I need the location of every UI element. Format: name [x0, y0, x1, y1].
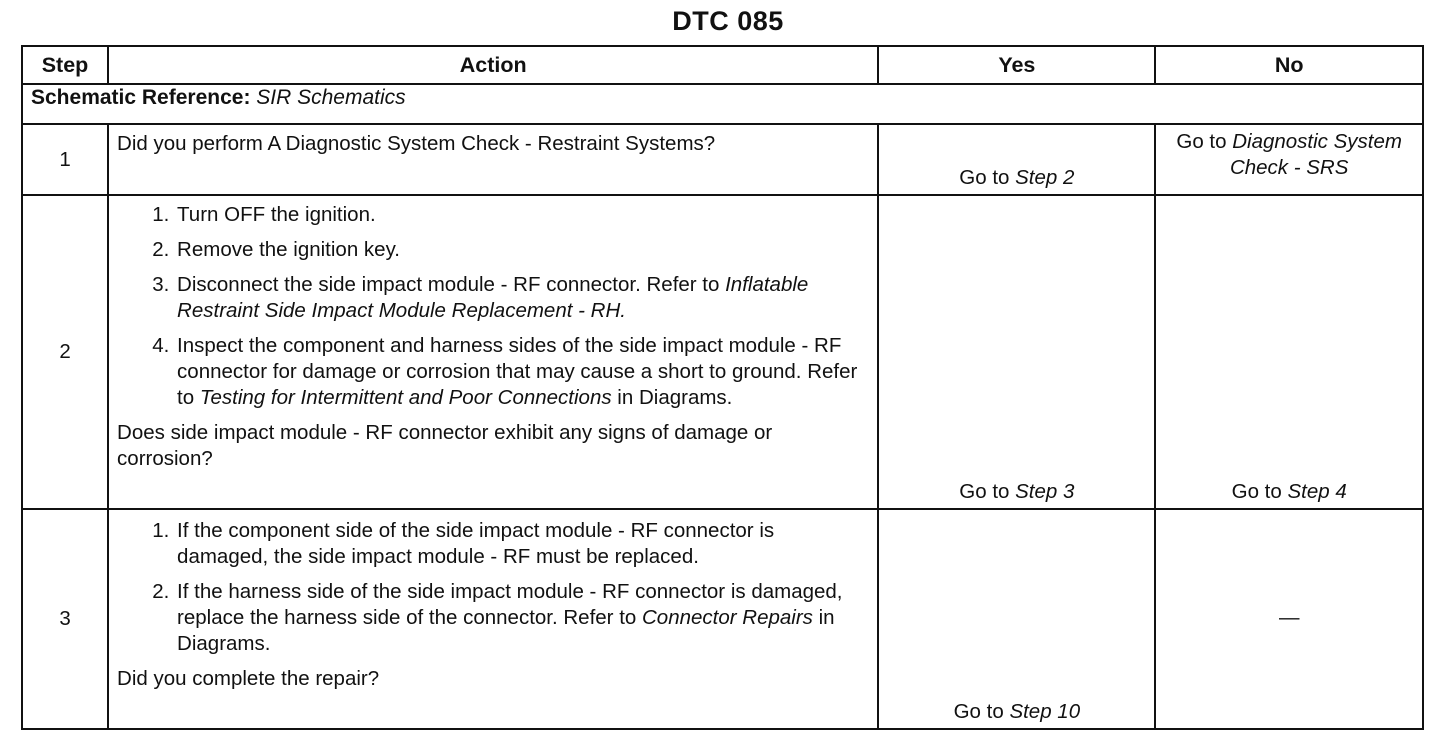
schematic-row: Schematic Reference: SIR Schematics	[21, 83, 1424, 125]
step-number: 2	[20, 194, 110, 510]
yes-link[interactable]: Step 3	[1015, 480, 1075, 503]
list-item: Inspect the component and harness sides …	[175, 333, 869, 411]
header-no: No	[1154, 45, 1424, 85]
step-number: 3	[20, 508, 110, 730]
action-list: If the component side of the side impact…	[117, 518, 869, 657]
page-title: DTC 085	[672, 6, 784, 36]
action-question: Did you complete the repair?	[117, 667, 380, 690]
reference-link[interactable]: Inflatable Restraint Side Impact Module …	[177, 273, 809, 322]
action-list: Turn OFF the ignition. Remove the igniti…	[117, 202, 869, 411]
action-question: Did you perform A Diagnostic System Chec…	[117, 132, 716, 155]
list-item: Remove the ignition key.	[175, 237, 869, 263]
yes-cell: Go to Step 3	[877, 194, 1157, 510]
yes-link[interactable]: Step 10	[1009, 700, 1081, 723]
step-number: 1	[20, 123, 110, 196]
list-item-text: Inspect the component and harness sides …	[177, 334, 858, 409]
list-item-text: If the component side of the side impact…	[177, 519, 775, 568]
schematic-label: Schematic Reference:	[31, 86, 251, 109]
action-question: Does side impact module - RF connector e…	[117, 421, 773, 470]
no-prefix: Go to	[1176, 130, 1233, 153]
action-cell: Turn OFF the ignition. Remove the igniti…	[107, 194, 880, 510]
list-item-suffix: in Diagrams.	[611, 386, 733, 409]
list-item: If the harness side of the side impact m…	[175, 579, 869, 657]
list-item: Disconnect the side impact module - RF c…	[175, 272, 869, 324]
no-link[interactable]: Diagnostic System Check - SRS	[1229, 130, 1402, 179]
action-cell: If the component side of the side impact…	[107, 508, 880, 730]
no-cell: —	[1154, 508, 1424, 730]
list-item-text: Turn OFF the ignition.	[177, 203, 376, 226]
reference-link[interactable]: Testing for Intermittent and Poor Connec…	[199, 386, 612, 409]
no-link[interactable]: Step 4	[1287, 480, 1347, 503]
table-row-step-3: 3 If the component side of the side impa…	[20, 508, 1424, 730]
schematic-reference: Schematic Reference: SIR Schematics	[21, 83, 1424, 125]
header-step: Step	[20, 45, 110, 85]
yes-cell: Go to Step 10	[877, 508, 1157, 730]
schematic-link[interactable]: SIR Schematics	[256, 86, 406, 109]
no-cell: Go to Step 4	[1154, 194, 1424, 510]
dtc-table: Step Action Yes No Schematic Reference: …	[20, 45, 1424, 730]
reference-link[interactable]: Connector Repairs	[642, 606, 813, 629]
table-row-step-2: 2 Turn OFF the ignition. Remove the igni…	[20, 194, 1424, 510]
table-row-step-1: 1 Did you perform A Diagnostic System Ch…	[20, 123, 1424, 196]
no-prefix: Go to	[1231, 480, 1288, 503]
yes-prefix: Go to	[959, 480, 1016, 503]
list-item-suffix: in Diagrams.	[177, 606, 835, 655]
list-item-text: Remove the ignition key.	[177, 238, 401, 261]
yes-prefix: Go to	[953, 700, 1010, 723]
action-cell: Did you perform A Diagnostic System Chec…	[107, 123, 880, 196]
header-yes: Yes	[877, 45, 1157, 85]
yes-link[interactable]: Step 2	[1015, 166, 1075, 189]
list-item-text: Disconnect the side impact module - RF c…	[177, 273, 726, 296]
no-cell: Go to Diagnostic System Check - SRS	[1154, 123, 1424, 196]
list-item: If the component side of the side impact…	[175, 518, 869, 570]
no-dash: —	[1278, 605, 1300, 629]
header-action: Action	[107, 45, 880, 85]
list-item: Turn OFF the ignition.	[175, 202, 869, 228]
header-row: Step Action Yes No	[20, 45, 1424, 85]
yes-cell: Go to Step 2	[877, 123, 1157, 196]
yes-prefix: Go to	[959, 166, 1016, 189]
list-item-text: If the harness side of the side impact m…	[177, 580, 843, 629]
